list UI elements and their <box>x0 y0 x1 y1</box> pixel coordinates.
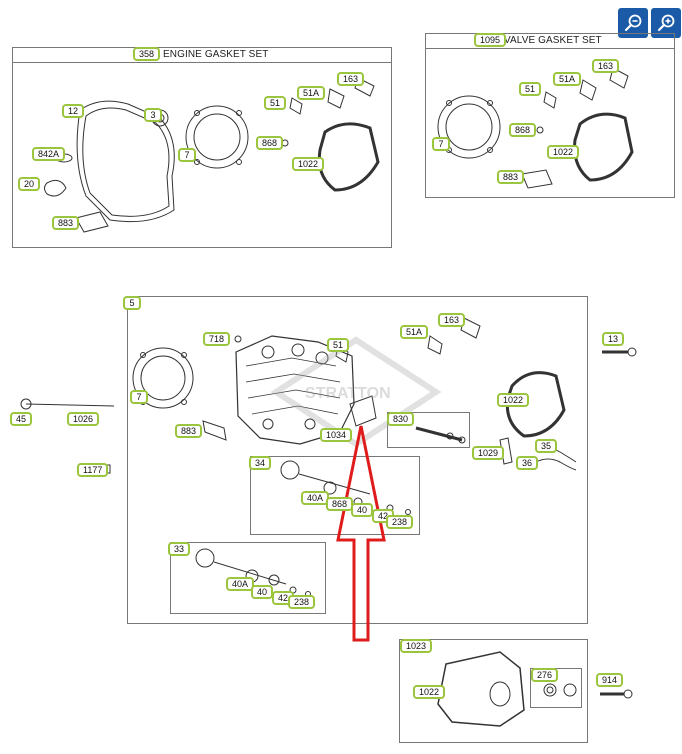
callout-883[interactable]: 883 <box>52 216 80 230</box>
head-gasket-7-valve-set <box>437 95 501 159</box>
cylinder-head <box>235 335 355 445</box>
callout-40a-group33[interactable]: 40A <box>226 577 255 591</box>
callout-51a[interactable]: 51A <box>297 86 326 100</box>
callout-830[interactable]: 830 <box>387 412 415 426</box>
callout-238[interactable]: 238 <box>386 515 414 529</box>
cylinder-head-group-box <box>127 296 588 624</box>
crankcase-gasket-12 <box>76 100 175 223</box>
callout-1034[interactable]: 1034 <box>320 428 353 442</box>
callout-12[interactable]: 12 <box>62 104 85 118</box>
callout-718[interactable]: 718 <box>203 332 231 346</box>
callout-45[interactable]: 45 <box>10 412 33 426</box>
rocker-gasket-1022 <box>317 122 380 192</box>
head-gasket-7 <box>185 105 249 169</box>
engine-gasket-set-title: ENGINE GASKET SET <box>163 49 269 60</box>
valve-gasket-set-title: VALVE GASKET SET <box>504 35 602 46</box>
plate-1034 <box>349 395 377 427</box>
callout-1022-main[interactable]: 1022 <box>497 393 530 407</box>
callout-868-group34[interactable]: 868 <box>326 497 354 511</box>
valve-33 <box>195 548 215 568</box>
rocker-cover-1023 <box>437 651 525 727</box>
callout-1095[interactable]: 1095 <box>474 33 507 47</box>
callout-40a[interactable]: 40A <box>301 491 330 505</box>
callout-20[interactable]: 20 <box>18 177 41 191</box>
callout-883-main[interactable]: 883 <box>175 424 203 438</box>
callout-1022-valve-set[interactable]: 1022 <box>547 145 580 159</box>
callout-1022-cover[interactable]: 1022 <box>413 685 446 699</box>
callout-7-main[interactable]: 7 <box>130 390 148 404</box>
callout-1022[interactable]: 1022 <box>292 157 325 171</box>
callout-883-valve-set[interactable]: 883 <box>497 170 525 184</box>
callout-1026[interactable]: 1026 <box>67 412 100 426</box>
callout-51a-main[interactable]: 51A <box>400 325 429 339</box>
callout-5[interactable]: 5 <box>123 296 141 310</box>
callout-35[interactable]: 35 <box>535 439 558 453</box>
gasket-883-main <box>202 420 227 441</box>
valve-group-33-box <box>170 542 326 614</box>
callout-163-main[interactable]: 163 <box>438 313 466 327</box>
zoom-in-button[interactable] <box>651 8 681 38</box>
callout-1029[interactable]: 1029 <box>472 446 505 460</box>
highlight-arrow <box>336 425 386 642</box>
callout-34[interactable]: 34 <box>249 456 272 470</box>
zoom-out-icon <box>624 14 642 32</box>
dowel-718 <box>234 335 242 343</box>
callout-40-group33[interactable]: 40 <box>251 585 274 599</box>
gasket-51a-main <box>427 335 443 355</box>
callout-7[interactable]: 7 <box>178 148 196 162</box>
callout-842a[interactable]: 842A <box>32 147 66 161</box>
callout-358[interactable]: 358 <box>133 47 161 61</box>
callout-868-valve-set[interactable]: 868 <box>509 123 537 137</box>
callout-33[interactable]: 33 <box>168 542 191 556</box>
callout-36[interactable]: 36 <box>516 456 539 470</box>
callout-7-valve-set[interactable]: 7 <box>432 137 450 151</box>
callout-51-main[interactable]: 51 <box>327 338 350 352</box>
valve-tappet-45 <box>20 398 32 410</box>
oil-seal-20 <box>44 179 67 197</box>
callout-868[interactable]: 868 <box>256 136 284 150</box>
head-gasket-7-main <box>132 347 194 409</box>
rocker-gasket-1022-main <box>505 371 566 438</box>
rocker-cover-group-box <box>399 639 588 743</box>
gasket-883 <box>75 211 109 233</box>
callout-163-valve-set[interactable]: 163 <box>592 59 620 73</box>
breather-group-830-box <box>387 412 470 448</box>
valve-gasket-set-box: VALVE GASKET SET <box>425 33 675 198</box>
callout-3[interactable]: 3 <box>144 108 162 122</box>
callout-914[interactable]: 914 <box>596 673 624 687</box>
callout-13[interactable]: 13 <box>602 332 625 346</box>
breather-tube-830 <box>415 426 463 442</box>
callout-51a-valve-set[interactable]: 51A <box>553 72 582 86</box>
push-rod-1026 <box>25 403 115 407</box>
watermark-text: STRATTON <box>305 385 391 402</box>
callout-238-group33[interactable]: 238 <box>288 595 316 609</box>
callout-51-valve-set[interactable]: 51 <box>519 82 542 96</box>
callout-51[interactable]: 51 <box>264 96 287 110</box>
callout-276[interactable]: 276 <box>531 668 559 682</box>
callout-1023[interactable]: 1023 <box>400 639 433 653</box>
valve-34 <box>280 460 300 480</box>
gasket-51a <box>327 88 345 109</box>
engine-gasket-set-box: ENGINE GASKET SET <box>12 47 392 248</box>
callout-163[interactable]: 163 <box>337 72 365 86</box>
gasket-51 <box>289 97 303 115</box>
valve-group-34-box <box>250 456 420 535</box>
zoom-in-icon <box>657 14 675 32</box>
callout-1177[interactable]: 1177 <box>77 463 109 477</box>
callout-40[interactable]: 40 <box>351 503 374 517</box>
